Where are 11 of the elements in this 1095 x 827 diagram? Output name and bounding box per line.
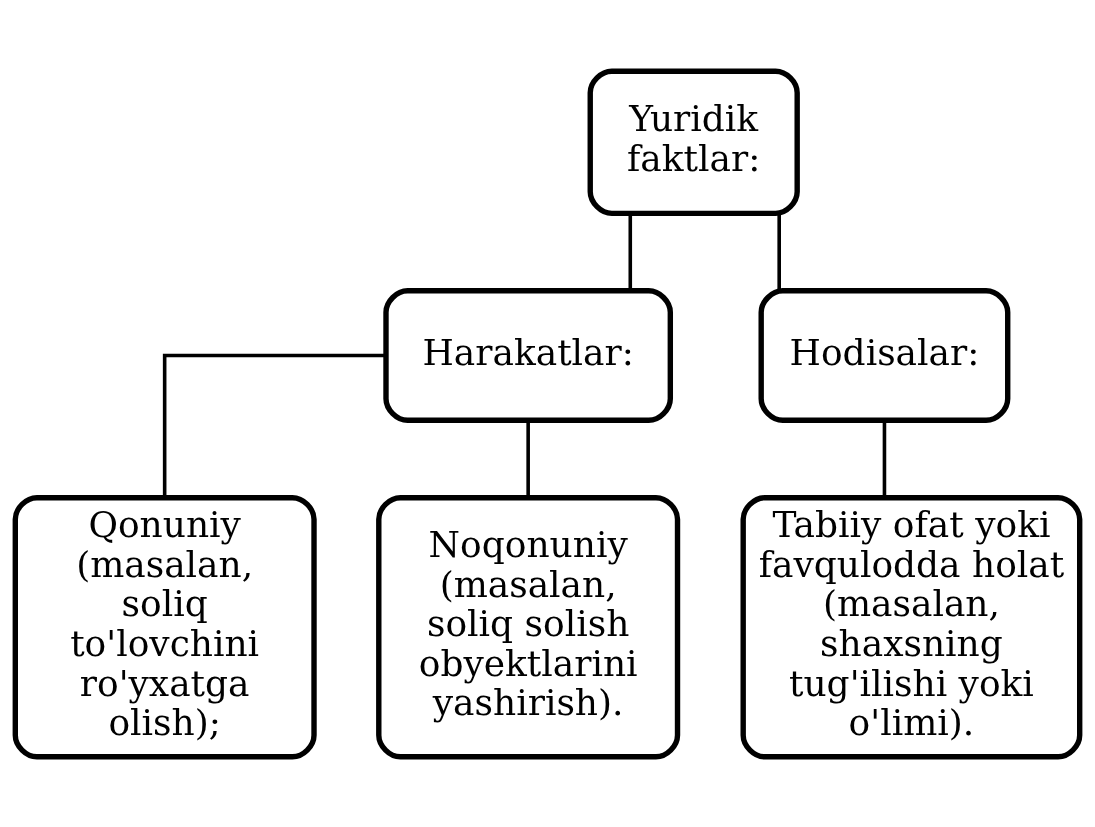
connector [162,353,386,497]
connector [526,420,530,498]
node-box: Yuridik faktlar: [587,68,800,216]
connector [882,420,887,498]
connector [628,213,633,290]
connector [777,213,781,290]
node-box: Noqonuniy (masalan, soliq solish obyektlarini yashirish). [376,494,681,759]
node-box: Tabiiy ofat yoki favqulodda holat (masalan, shaxsning tug'ilishi yoki o'limi). [740,494,1083,759]
node-box: Hodisalar: [758,287,1011,423]
node-box: Qonuniy (masalan, soliq to'lovchini ro'yxatga olish); [12,494,317,759]
node-box: Harakatlar: [383,287,673,423]
